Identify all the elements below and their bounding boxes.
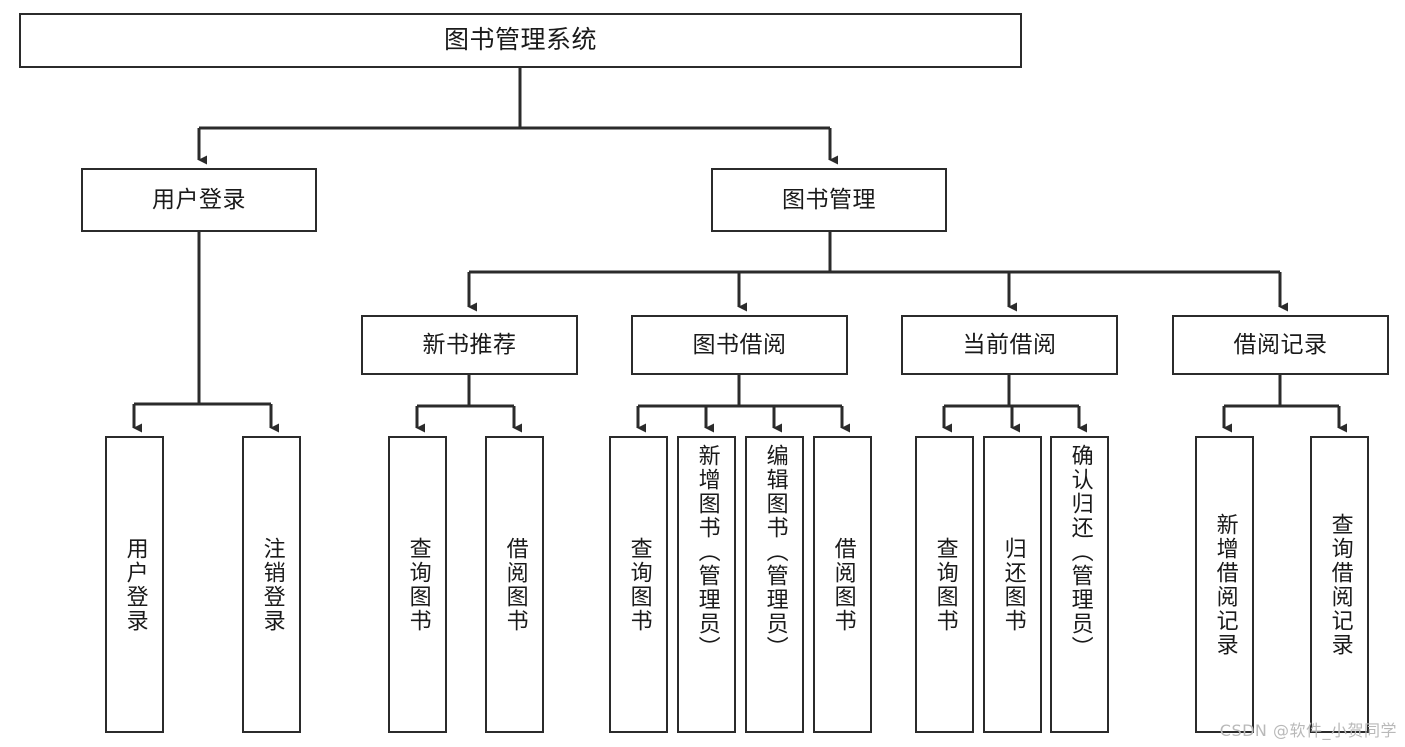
node-new-book-recommend-label: 新书推荐 xyxy=(422,331,517,358)
leaf-logout-label: 注销登录 xyxy=(259,536,285,633)
leaf-add-borrow-record[interactable]: 新增借阅记录 xyxy=(1195,436,1254,733)
leaf-query-book-recommend-label: 查询图书 xyxy=(405,536,431,633)
node-root-system-label: 图书管理系统 xyxy=(443,25,597,55)
leaf-borrow-book[interactable]: 借阅图书 xyxy=(813,436,872,733)
leaf-add-borrow-record-label: 新增借阅记录 xyxy=(1212,512,1238,657)
leaf-borrow-book-label: 借阅图书 xyxy=(830,536,856,633)
leaf-edit-book-admin[interactable]: 编辑图书（管理员） xyxy=(745,436,804,733)
leaf-query-book-current[interactable]: 查询图书 xyxy=(915,436,974,733)
leaf-query-book-borrow-label: 查询图书 xyxy=(626,536,652,633)
node-borrow-record[interactable]: 借阅记录 xyxy=(1172,315,1389,375)
node-user-login[interactable]: 用户登录 xyxy=(81,168,317,232)
leaf-add-book-admin-label: 新增图书（管理员） xyxy=(694,444,720,660)
node-borrow-record-label: 借阅记录 xyxy=(1233,331,1328,358)
node-user-login-label: 用户登录 xyxy=(152,186,246,213)
leaf-edit-book-admin-label: 编辑图书（管理员） xyxy=(762,444,788,660)
leaf-user-login-label: 用户登录 xyxy=(122,536,148,633)
node-book-management-label: 图书管理 xyxy=(782,186,876,213)
leaf-return-book[interactable]: 归还图书 xyxy=(983,436,1042,733)
leaf-logout[interactable]: 注销登录 xyxy=(242,436,301,733)
leaf-query-borrow-record-label: 查询借阅记录 xyxy=(1327,512,1353,657)
leaf-query-book-borrow[interactable]: 查询图书 xyxy=(609,436,668,733)
node-current-borrow-label: 当前借阅 xyxy=(962,331,1057,358)
node-book-borrow-label: 图书借阅 xyxy=(692,331,787,358)
node-new-book-recommend[interactable]: 新书推荐 xyxy=(361,315,578,375)
leaf-query-borrow-record[interactable]: 查询借阅记录 xyxy=(1310,436,1369,733)
leaf-confirm-return-admin-label: 确认归还（管理员） xyxy=(1067,444,1093,660)
leaf-return-book-label: 归还图书 xyxy=(1000,536,1026,633)
watermark-text: CSDN @软件_小贺同学 xyxy=(1219,721,1397,740)
leaf-confirm-return-admin[interactable]: 确认归还（管理员） xyxy=(1050,436,1109,733)
leaf-query-book-current-label: 查询图书 xyxy=(932,536,958,633)
leaf-borrow-book-recommend-label: 借阅图书 xyxy=(502,536,528,633)
node-root-system[interactable]: 图书管理系统 xyxy=(19,13,1022,68)
node-current-borrow[interactable]: 当前借阅 xyxy=(901,315,1118,375)
leaf-user-login[interactable]: 用户登录 xyxy=(105,436,164,733)
leaf-add-book-admin[interactable]: 新增图书（管理员） xyxy=(677,436,736,733)
leaf-borrow-book-recommend[interactable]: 借阅图书 xyxy=(485,436,544,733)
node-book-management[interactable]: 图书管理 xyxy=(711,168,947,232)
node-book-borrow[interactable]: 图书借阅 xyxy=(631,315,848,375)
leaf-query-book-recommend[interactable]: 查询图书 xyxy=(388,436,447,733)
